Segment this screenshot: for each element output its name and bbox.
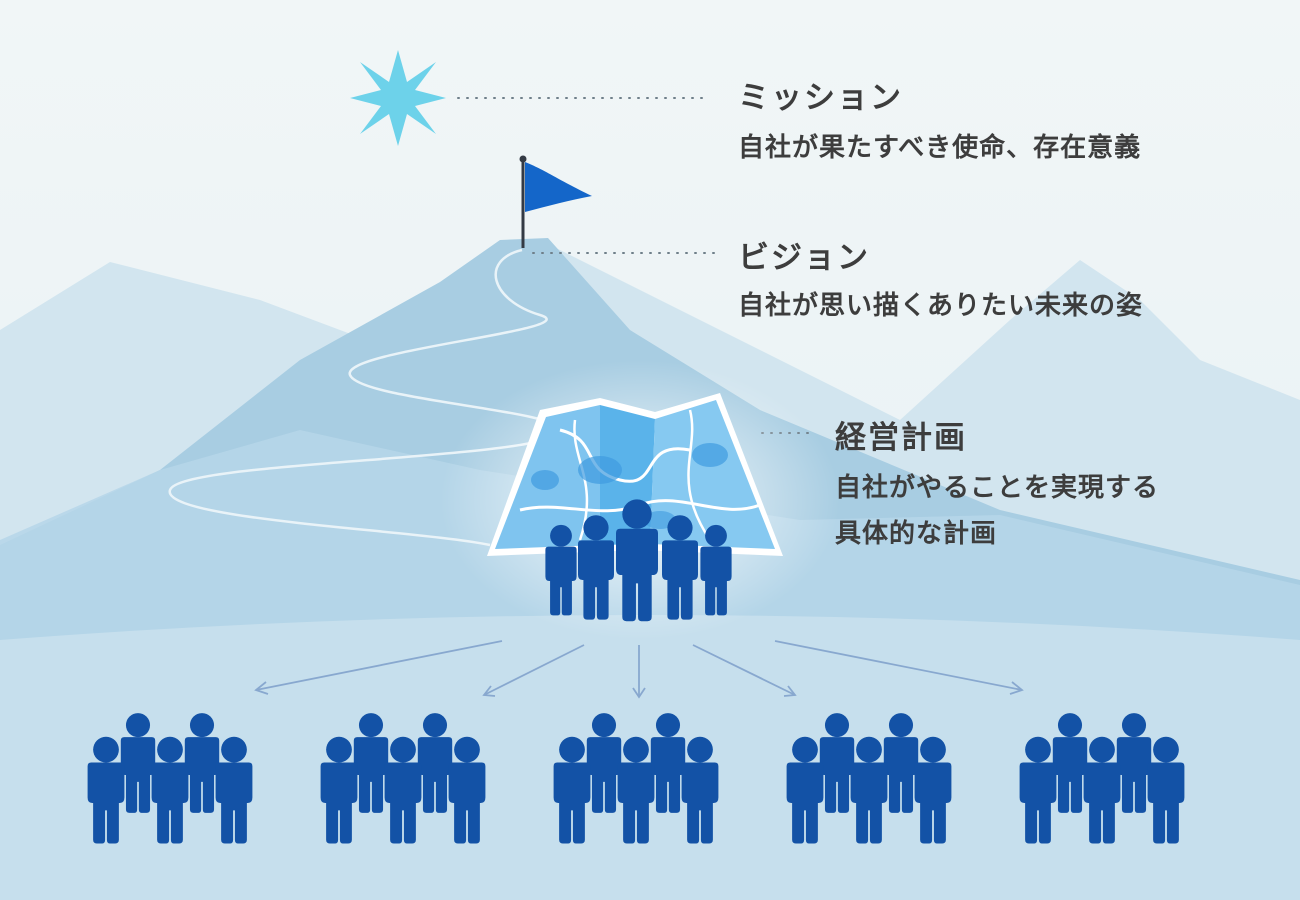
- distribution-arrows: [254, 640, 1024, 699]
- vision-description: 自社が思い描くありたい未来の姿: [738, 291, 1144, 321]
- arrowhead-team-3: [632, 687, 646, 699]
- arrow-team-1: [255, 640, 503, 691]
- ground: [0, 615, 1300, 900]
- arrow-team-2: [483, 644, 585, 696]
- plan-title: 経営計画: [835, 420, 967, 456]
- map-icon: [487, 393, 783, 556]
- arrowhead-team-2: [482, 685, 496, 697]
- plan-description-line-2: 具体的な計画: [835, 519, 998, 549]
- arrow-team-5: [774, 640, 1023, 691]
- arrowhead-team-4: [783, 685, 797, 697]
- flag-icon: [519, 155, 592, 248]
- arrowhead-team-1: [254, 681, 269, 695]
- plan-description-line-1: 自社がやることを実現する: [835, 473, 1160, 503]
- star-icon: [350, 50, 446, 146]
- mission-description: 自社が果たすべき使命、存在意義: [738, 133, 1142, 163]
- arrow-team-4: [692, 644, 796, 696]
- vision-title: ビジョン: [738, 240, 870, 276]
- mission-title: ミッション: [738, 80, 903, 116]
- arrowhead-team-5: [1009, 681, 1024, 695]
